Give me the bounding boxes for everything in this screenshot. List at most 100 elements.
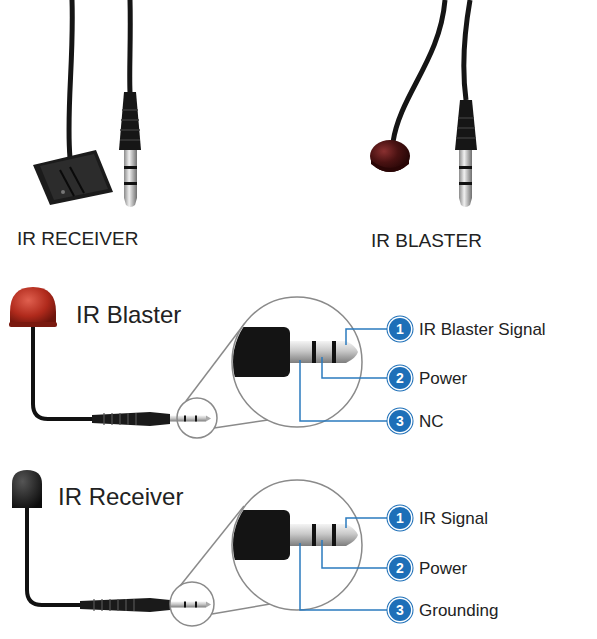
blaster-photo-path [464, 0, 470, 100]
receiver-drawing-line [93, 599, 94, 611]
receiver-drawing-circle [170, 582, 214, 626]
receiver-drawing-line [101, 599, 102, 611]
receiver-drawing-g-path [336, 524, 358, 546]
blaster-photo-path [371, 160, 409, 172]
receiver-photo-path [127, 0, 133, 92]
receiver-drawing-rect [170, 602, 206, 608]
receiver-drawing-line [212, 604, 270, 614]
blaster-photo-path [393, 0, 445, 142]
receiver-drawing-g [222, 510, 358, 560]
blaster-drawing-path [300, 360, 389, 421]
callout-number: 3 [389, 410, 411, 432]
receiver-drawing-g-rect [316, 524, 332, 546]
receiver-photo-line [120, 129, 140, 131]
callout-number: 2 [389, 367, 411, 389]
pin-name: IR Signal [419, 510, 594, 527]
pin-name: IR Blaster Signal [419, 321, 594, 338]
receiver-photo-rect [124, 182, 137, 185]
receiver-drawing-path [12, 470, 42, 508]
receiver-photo-line [120, 139, 140, 141]
pin-name: NC [419, 413, 594, 430]
receiver-photo-line [121, 119, 139, 121]
receiver-photo-path [69, 0, 72, 158]
pin-name: Grounding [419, 602, 594, 619]
receiver-drawing-line [125, 599, 126, 611]
blaster-drawing-line [127, 413, 128, 425]
blaster-photo-rect [459, 182, 472, 185]
receiver-photo-line [122, 109, 138, 111]
blaster-drawing-line [135, 413, 136, 425]
blaster-drawing-line [103, 413, 104, 425]
blaster-drawing-g-rect [312, 341, 316, 363]
receiver-drawing-g-rect [332, 524, 336, 546]
receiver-drawing-rect [184, 602, 186, 608]
receiver-drawing-path [300, 543, 389, 610]
pin-name: Power [419, 560, 594, 577]
part-name: IR Receiver [58, 485, 258, 509]
blaster-drawing-rect [184, 416, 186, 422]
receiver-drawing-path [80, 598, 170, 612]
receiver-drawing-g-rect [222, 510, 290, 560]
blaster-drawing-line [214, 420, 268, 428]
receiver-photo-line [70, 167, 84, 193]
blaster-drawing-g-rect [290, 341, 312, 363]
blaster-photo-path [459, 198, 472, 207]
blaster-drawing-path [33, 325, 94, 419]
blaster-photo-line [456, 137, 476, 139]
blaster-drawing-path [206, 416, 211, 422]
blaster-drawing-g-rect [316, 341, 332, 363]
receiver-drawing-g-rect [312, 524, 316, 546]
blaster-photo-path [455, 100, 477, 150]
receiver-photo-polygon [40, 154, 108, 200]
receiver-photo-path [124, 198, 137, 207]
receiver-drawing-line [133, 599, 134, 611]
receiver-photo-rect [124, 166, 137, 169]
receiver-drawing-line [109, 599, 110, 611]
receiver-drawing-rect [195, 602, 197, 608]
receiver-photo-path [119, 92, 141, 150]
blaster-photo [370, 0, 477, 207]
blaster-drawing [9, 287, 389, 438]
blaster-drawing-line [111, 413, 112, 425]
receiver-drawing-path [346, 518, 389, 528]
blaster-drawing-path [346, 329, 389, 345]
callout-number: 3 [389, 599, 411, 621]
receiver-drawing [12, 470, 389, 626]
receiver-photo-line [60, 170, 74, 196]
blaster-drawing-path [322, 357, 389, 378]
blaster-drawing-g-rect [222, 327, 290, 377]
receiver-photo [33, 0, 141, 207]
receiver-photo-circle [61, 190, 65, 194]
receiver-drawing-line [117, 599, 118, 611]
blaster-drawing-circle [177, 398, 217, 438]
blaster-photo-rect [459, 150, 472, 198]
receiver-drawing-path [322, 540, 389, 568]
blaster-drawing-path [10, 287, 56, 325]
photo-caption: IR RECEIVER [17, 229, 217, 248]
receiver-drawing-g-rect [290, 524, 312, 546]
blaster-drawing-rect [9, 322, 57, 327]
blaster-drawing-g [222, 327, 358, 377]
callout-number: 2 [389, 557, 411, 579]
callout-number: 1 [389, 318, 411, 340]
receiver-drawing-path [206, 602, 211, 608]
callout-number: 1 [389, 507, 411, 529]
photo-caption: IR BLASTER [371, 231, 571, 250]
blaster-drawing-rect [195, 416, 197, 422]
blaster-photo-ellipse [370, 140, 410, 172]
blaster-drawing-line [119, 413, 120, 425]
blaster-drawing-rect [170, 416, 206, 422]
blaster-drawing-path [92, 412, 170, 426]
receiver-photo-polygon [33, 150, 113, 205]
receiver-drawing-path [27, 506, 82, 605]
blaster-photo-rect [459, 166, 472, 169]
blaster-photo-line [458, 117, 474, 119]
blaster-drawing-g-rect [332, 341, 336, 363]
pin-name: Power [419, 370, 594, 387]
receiver-photo-rect [124, 150, 137, 198]
blaster-drawing-g-path [336, 341, 358, 363]
part-name: IR Blaster [76, 303, 276, 327]
blaster-photo-line [457, 127, 475, 129]
